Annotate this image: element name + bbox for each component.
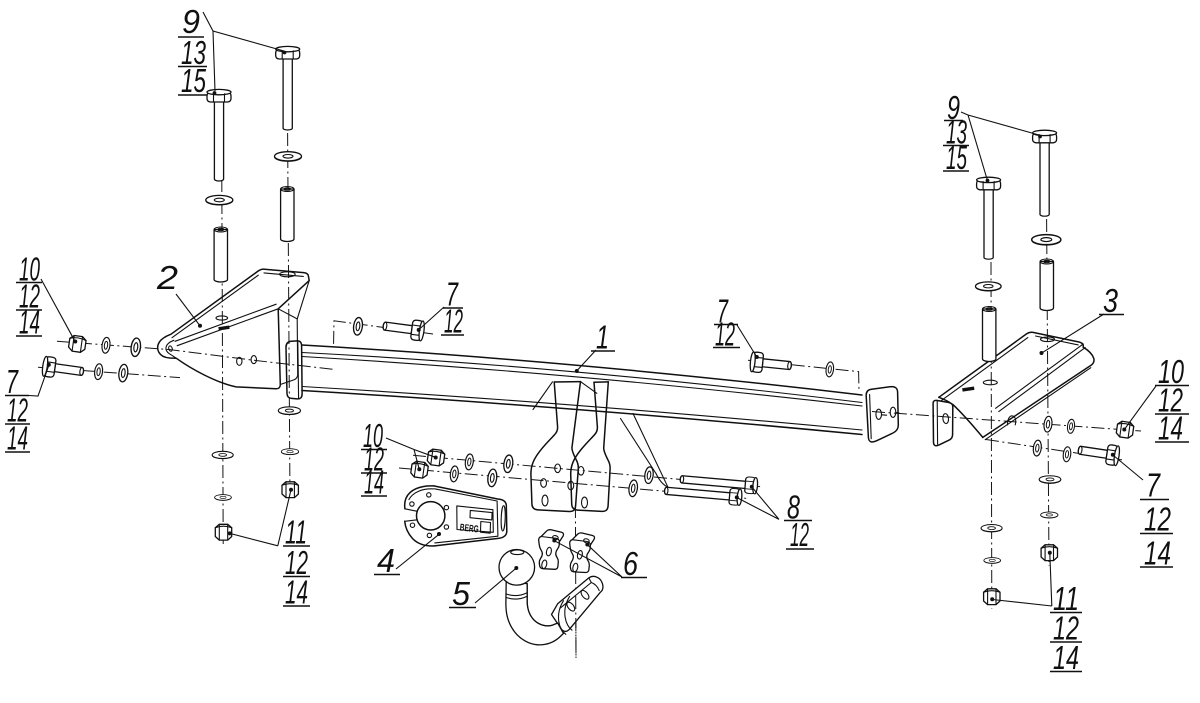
svg-text:14: 14 [364,464,384,501]
svg-text:3: 3 [1103,282,1119,319]
svg-text:14: 14 [285,574,308,611]
svg-text:12: 12 [790,516,809,553]
svg-text:14: 14 [1144,535,1171,572]
svg-text:15: 15 [946,139,967,176]
svg-text:13: 13 [946,114,967,151]
svg-text:12: 12 [715,315,735,352]
svg-text:11: 11 [1053,580,1079,617]
svg-text:9: 9 [947,89,960,126]
svg-text:14: 14 [19,304,40,341]
svg-text:5: 5 [452,575,471,612]
svg-text:13: 13 [181,34,206,71]
svg-text:10: 10 [363,417,383,454]
svg-text:8: 8 [787,489,800,526]
svg-text:12: 12 [19,278,40,315]
svg-text:4: 4 [377,542,395,579]
svg-text:7: 7 [446,276,459,313]
svg-text:14: 14 [1158,410,1183,447]
svg-text:7: 7 [6,363,19,400]
svg-text:12: 12 [444,303,463,340]
svg-text:14: 14 [7,420,28,457]
svg-text:15: 15 [181,62,206,99]
svg-text:12: 12 [7,392,28,429]
svg-text:12: 12 [1144,501,1171,538]
svg-text:10: 10 [19,250,40,287]
svg-text:BERG: BERG [459,523,479,536]
svg-text:9: 9 [182,3,200,40]
svg-text:7: 7 [1146,467,1161,504]
svg-text:12: 12 [1158,382,1183,419]
svg-text:11: 11 [285,514,307,551]
svg-text:2: 2 [156,259,178,296]
svg-text:12: 12 [364,441,384,478]
svg-text:12: 12 [285,544,308,581]
svg-text:12: 12 [1053,610,1079,647]
svg-text:14: 14 [1053,639,1079,676]
svg-text:7: 7 [717,293,729,330]
svg-text:6: 6 [623,545,639,582]
svg-text:1: 1 [596,319,609,356]
svg-text:10: 10 [1158,353,1184,390]
